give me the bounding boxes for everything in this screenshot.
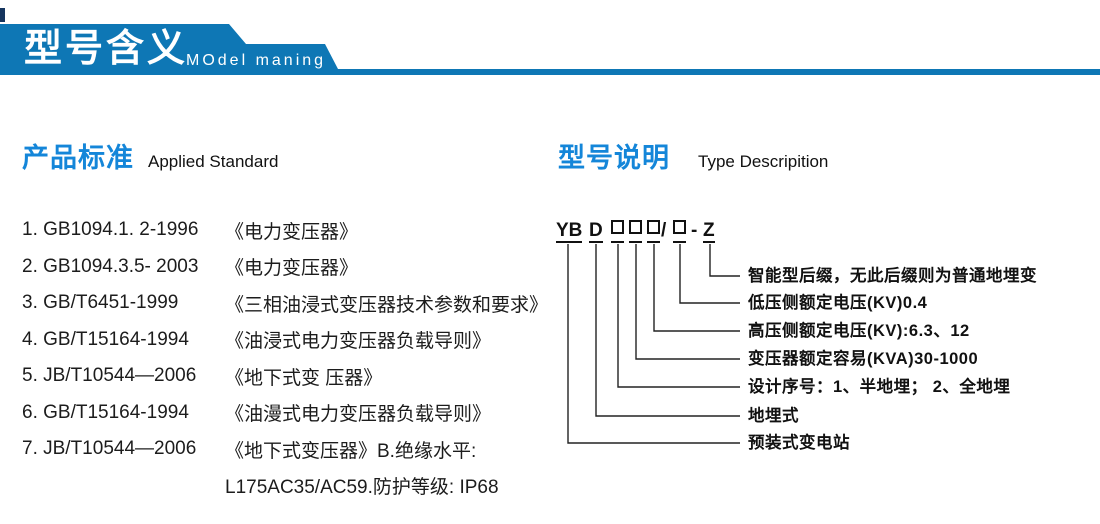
standards-title-zh: 产品标准: [22, 143, 134, 173]
standards-title-en: Applied Standard: [148, 152, 279, 171]
standard-item: 2. GB1094.3.5- 2003 《电力变压器》: [22, 249, 542, 286]
standard-item-continuation: L175AC35/AC59.防护等级: IP68: [22, 468, 542, 505]
code-box-capacity-2: [629, 220, 642, 243]
type-title-zh: 型号说明: [558, 143, 670, 173]
code-prefix: YB: [556, 220, 583, 243]
standard-code: 4. GB/T15164-1994: [22, 328, 189, 350]
standard-title: 《油浸式电力变压器负载导则》: [225, 331, 492, 353]
diagram-label-design-serial: 设计序号：1、半地埋； 2、全地埋: [748, 378, 1011, 396]
code-box-capacity-3: [647, 220, 660, 243]
code-box-capacity-1: [611, 220, 624, 243]
code-slash: /: [661, 220, 667, 241]
connector-lines: [567, 244, 740, 444]
standard-item: 1. GB1094.1. 2-1996 《电力变压器》: [22, 212, 542, 249]
standard-item: 4. GB/T15164-1994 《油浸式电力变压器负载导则》: [22, 322, 542, 359]
code-box-voltage: [673, 220, 686, 243]
placeholder-box-icon: [629, 220, 642, 234]
standard-code: 7. JB/T10544—2006: [22, 438, 197, 460]
standard-item: 5. JB/T10544—2006 《地下式变 压器》: [22, 358, 542, 395]
diagram-label-low-voltage: 低压侧额定电压(KV)0.4: [748, 294, 928, 312]
standards-list: 1. GB1094.1. 2-1996 《电力变压器》 2. GB1094.3.…: [22, 212, 548, 505]
diagram-label-high-voltage: 高压侧额定电压(KV):6.3、12: [748, 322, 970, 340]
placeholder-box-icon: [673, 220, 686, 234]
standard-item: 7. JB/T10544—2006 《地下式变压器》B.绝缘水平:: [22, 431, 542, 468]
page-subtitle: MOdel maning: [186, 52, 327, 69]
standard-code: 3. GB/T6451-1999: [22, 292, 179, 314]
page-title: 型号含义: [24, 28, 189, 70]
standard-title: 《电力变压器》: [225, 221, 359, 243]
diagram-label-smart-suffix: 智能型后缀，无此后缀则为普通地埋变: [748, 267, 1037, 285]
corner-accent: [0, 8, 5, 22]
code-series: D: [589, 220, 603, 243]
placeholder-box-icon: [647, 220, 660, 234]
standard-title: 《地下式变 压器》: [225, 367, 383, 389]
standard-title: 《地下式变压器》B.绝缘水平:: [225, 440, 477, 462]
standard-title: 《油漫式电力变压器负载导则》: [225, 404, 492, 426]
standard-item: 6. GB/T15164-1994 《油漫式电力变压器负载导则》: [22, 395, 542, 432]
standard-code: 5. JB/T10544—2006: [22, 365, 197, 387]
code-dash: -: [691, 220, 698, 241]
standard-title: L175AC35/AC59.防护等级: IP68: [225, 477, 499, 499]
standard-code: 2. GB1094.3.5- 2003: [22, 255, 199, 277]
type-title-en: Type Descripition: [698, 152, 829, 171]
diagram-label-rated-capacity: 变压器额定容易(KVA)30-1000: [748, 350, 979, 368]
placeholder-box-icon: [611, 220, 624, 234]
standard-item: 3. GB/T6451-1999 《三相油浸式变压器技术参数和要求》: [22, 285, 548, 322]
standard-title: 《三相油浸式变压器技术参数和要求》: [225, 294, 549, 316]
type-section-header: 型号说明 Type Descripition: [558, 136, 828, 175]
diagram-label-buried-type: 地埋式: [748, 407, 799, 425]
model-code-diagram: YB D / - Z 智能型后缀，无此后缀则为普通地埋变 低压侧额定电压(KV)…: [540, 200, 1100, 480]
diagram-label-prefab-station: 预装式变电站: [748, 434, 850, 452]
standard-code: 1. GB1094.1. 2-1996: [22, 219, 199, 241]
standards-section-header: 产品标准 Applied Standard: [22, 136, 278, 175]
code-suffix: Z: [703, 220, 715, 243]
standard-title: 《电力变压器》: [225, 258, 359, 280]
standard-code: 6. GB/T15164-1994: [22, 401, 189, 423]
